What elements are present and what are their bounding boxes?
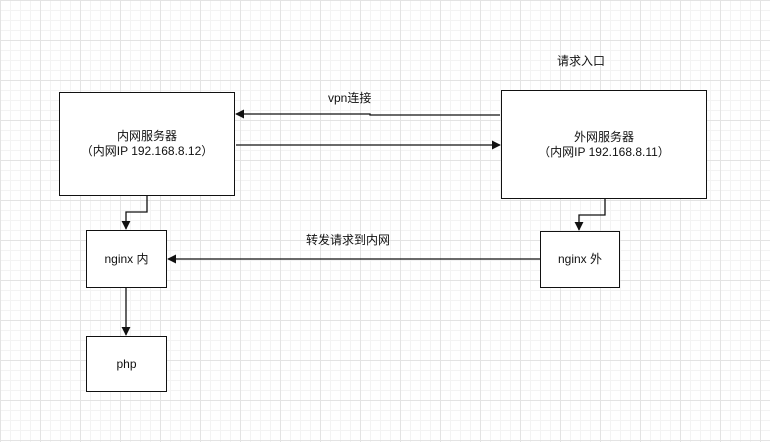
nginx-outer-label: nginx 外: [557, 252, 603, 266]
vpn-label: vpn连接: [328, 91, 372, 105]
php-label: php: [116, 356, 137, 371]
inner-to-nginx-inner-arrow: [121, 196, 148, 230]
entry-label: 请求入口: [557, 54, 606, 68]
vpn-arrow: [235, 109, 500, 119]
nginx-inner-label: nginx 内: [104, 251, 149, 266]
outer-server-title: 外网服务器: [573, 129, 634, 144]
inner-server-subtitle: （内网IP 192.168.8.12）: [80, 144, 214, 158]
forward-label: 转发请求到内网: [306, 233, 391, 247]
outer-server-subtitle: （内网IP 192.168.8.11）: [538, 144, 670, 159]
nginx-outer-node: nginx 外: [540, 231, 620, 288]
outer-to-nginx-outer-arrow: [574, 199, 606, 231]
inner-server-node: 内网服务器 （内网IP 192.168.8.12）: [59, 92, 235, 196]
php-node: php: [86, 336, 167, 392]
nginx-inner-node: nginx 内: [86, 230, 167, 288]
outer-server-node: 外网服务器 （内网IP 192.168.8.11）: [501, 90, 707, 199]
inner-server-title: 内网服务器: [116, 129, 177, 143]
